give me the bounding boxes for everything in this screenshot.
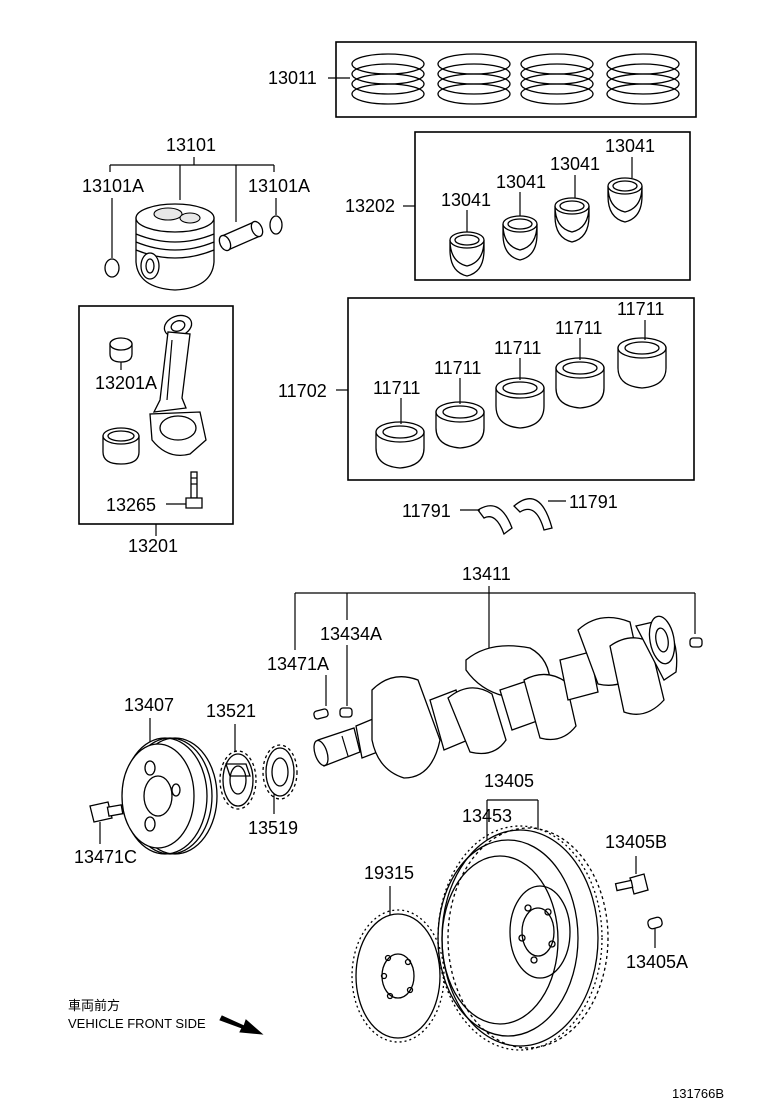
bearing-11711-1 <box>375 421 425 469</box>
ring-stack-3 <box>520 53 594 105</box>
crankshaft-plug <box>689 637 703 648</box>
label-19315: 19315 <box>364 863 414 883</box>
label-13011: 13011 <box>268 68 317 88</box>
bearing-11711-2 <box>435 401 485 449</box>
label-13201a: 13201A <box>95 373 157 393</box>
oil-pump-drive-gear <box>262 744 298 800</box>
bearing-13041-1 <box>449 231 485 277</box>
piston-pin-clip-left <box>104 258 120 278</box>
front-direction-arrow-icon <box>219 1015 264 1035</box>
label-13041-3: 13041 <box>550 154 600 174</box>
flywheel-bolt <box>614 873 649 895</box>
label-11711-5: 11711 <box>617 299 664 319</box>
crankshaft-pulley <box>121 737 218 855</box>
label-13405b: 13405B <box>605 832 667 852</box>
crankshaft-timing-gear <box>219 750 257 810</box>
crank-pin-bearing-set <box>403 131 691 281</box>
label-13471a: 13471A <box>267 654 329 674</box>
label-13041-4: 13041 <box>605 136 655 156</box>
bearing-11711-3 <box>495 377 545 429</box>
label-13101: 13101 <box>166 135 216 155</box>
timing-rotor-plate <box>351 909 445 1043</box>
crankshaft <box>313 615 678 779</box>
bearing-11711-4 <box>555 357 605 409</box>
piston-pin <box>218 220 264 252</box>
bearing-13041-3 <box>554 197 590 243</box>
ring-stack-2 <box>437 53 511 105</box>
flywheel-leader-lines <box>486 799 539 840</box>
connecting-rod-bolt <box>166 471 203 509</box>
label-13202: 13202 <box>345 196 395 216</box>
ring-gear <box>437 825 603 1051</box>
piston <box>135 203 215 291</box>
label-13405a: 13405A <box>626 952 688 972</box>
piston-leader-lines <box>109 157 277 258</box>
label-13405: 13405 <box>484 771 534 791</box>
direction-note-en: VEHICLE FRONT SIDE <box>68 1016 206 1031</box>
label-13041-1: 13041 <box>441 190 491 210</box>
pulley-bolt <box>89 801 124 844</box>
label-11791-left: 11791 <box>402 501 451 521</box>
label-13041-2: 13041 <box>496 172 546 192</box>
label-11711-1: 11711 <box>373 378 420 398</box>
bearing-13041-4 <box>607 177 643 223</box>
label-13453: 13453 <box>462 806 512 826</box>
label-13434a: 13434A <box>320 624 382 644</box>
label-13201: 13201 <box>128 536 178 556</box>
bearing-13041-2 <box>502 215 538 261</box>
label-13101a-left: 13101A <box>82 176 144 196</box>
label-13265: 13265 <box>106 495 156 515</box>
main-bearing-set <box>336 297 695 481</box>
connecting-rod-bushing <box>109 337 133 370</box>
flywheel-pin <box>647 916 663 948</box>
label-13519: 13519 <box>248 818 298 838</box>
label-11702: 11702 <box>278 381 327 401</box>
ring-stack-4 <box>606 53 680 105</box>
crankshaft-key-1 <box>313 708 329 720</box>
label-13407: 13407 <box>124 695 174 715</box>
thrust-washer-left <box>460 505 513 536</box>
bearing-11711-5 <box>617 337 667 389</box>
figure-code: 131766B <box>672 1086 724 1101</box>
ring-stack-1 <box>351 53 425 105</box>
label-13101a-right: 13101A <box>248 176 310 196</box>
connecting-rod-box <box>78 305 234 536</box>
piston-pin-clip-right <box>269 215 283 235</box>
direction-note-jp: 車両前方 <box>68 998 120 1013</box>
label-11791-right: 11791 <box>569 492 618 512</box>
connecting-rod-bearing-cap <box>102 427 140 465</box>
label-13411: 13411 <box>462 564 511 584</box>
piston-ring-set <box>328 41 697 118</box>
crankshaft-leader-lines <box>294 586 696 706</box>
label-13471c: 13471C <box>74 847 137 867</box>
flywheel <box>437 827 609 1049</box>
crankshaft-key-2 <box>339 707 353 718</box>
label-11711-2: 11711 <box>434 358 481 378</box>
label-13521: 13521 <box>206 701 256 721</box>
label-11711-3: 11711 <box>494 338 541 358</box>
label-11711-4: 11711 <box>555 318 602 338</box>
connecting-rod <box>149 314 207 457</box>
thrust-washer-right <box>513 498 566 531</box>
